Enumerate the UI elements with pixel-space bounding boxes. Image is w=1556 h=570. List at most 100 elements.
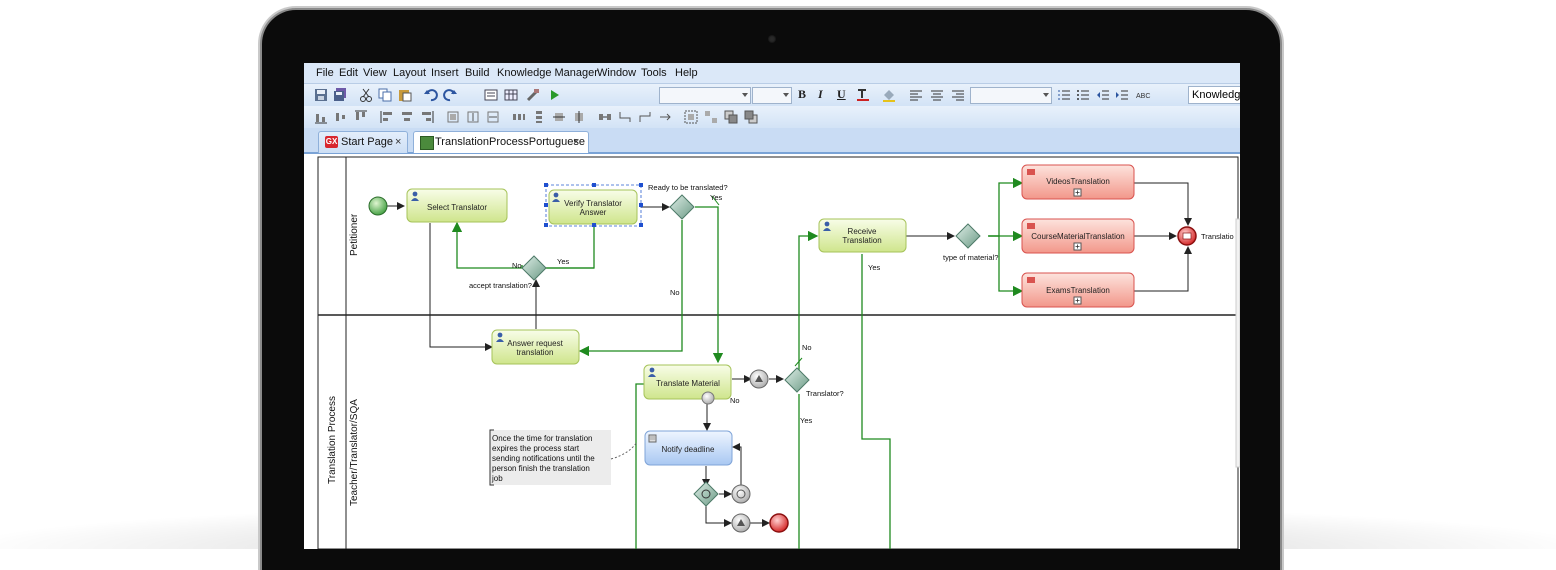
flow-label: accept translation? [469,281,532,290]
align-right-icon[interactable] [951,88,965,102]
menu-insert[interactable]: Insert [431,67,459,79]
font-size-combo[interactable] [752,87,792,104]
lane-label-petitioner: Petitioner [349,213,360,256]
outdent-icon[interactable] [1096,88,1110,102]
default-flow-mark [794,357,803,367]
timer-boundary-event[interactable] [701,391,715,405]
group-icon[interactable] [684,110,698,124]
start-event[interactable] [368,196,388,216]
ungroup-icon[interactable] [704,110,718,124]
auto-route-icon[interactable] [658,110,672,124]
gateway-type-material[interactable] [955,223,981,249]
knowledge-combo[interactable]: Knowledge [1188,86,1240,104]
build-icon[interactable] [526,88,540,102]
text-color-icon[interactable] [856,88,870,102]
task-select-translator[interactable]: Select Translator [406,188,508,223]
flow-label: Yes [868,263,880,272]
task-translate-material[interactable]: Translate Material [643,364,732,400]
signal-intermediate-event[interactable] [731,513,751,533]
menu-bar: File Edit View Layout Insert Build Knowl… [304,63,1240,84]
sequence-flows [386,182,1192,527]
menu-edit[interactable]: Edit [339,67,358,79]
spellcheck-icon[interactable]: ABC [1136,88,1154,102]
properties-icon[interactable] [484,88,498,102]
annotation-line: expires the process start [492,444,580,453]
end-event[interactable] [769,513,789,533]
style-combo[interactable] [970,87,1052,104]
align-left-icon[interactable] [909,88,923,102]
align-lefts-icon[interactable] [380,110,394,124]
gateway-ready[interactable] [669,194,695,220]
align-bottom-icon[interactable] [314,110,328,124]
gateway-event-based[interactable] [693,481,719,507]
save-all-icon[interactable] [333,88,347,102]
underline-button[interactable]: U [837,87,846,101]
menu-window[interactable]: Window [597,67,637,79]
redo-icon[interactable] [443,88,457,102]
task-verify-translator-answer[interactable]: Verify Translator Answer [544,183,643,227]
document-tabs: GX Start Page × TranslationProcessPortug… [304,128,1240,154]
task-course-material-translation[interactable]: CourseMaterialTranslation [1021,218,1135,254]
center-horizontal-icon[interactable] [552,110,566,124]
paste-icon[interactable] [398,88,412,102]
center-vertical-icon[interactable] [572,110,586,124]
annotation-line: sending notifications until the [492,454,595,463]
menu-layout[interactable]: Layout [393,67,427,79]
flow-label: No [730,396,740,405]
gateway-accept[interactable] [521,255,547,281]
end-event-message[interactable] [1177,226,1197,246]
same-height-icon[interactable] [466,110,480,124]
task-receive-translation[interactable]: Receive Translation [818,218,907,253]
tab-translation-process[interactable]: TranslationProcessPortuguese × [413,131,589,153]
grid-icon[interactable] [504,88,518,102]
bullet-list-icon[interactable] [1076,88,1090,102]
menu-build[interactable]: Build [465,67,490,79]
user-task-icon [648,367,656,377]
bold-button[interactable]: B [798,87,807,101]
save-icon[interactable] [314,88,328,102]
task-label: Answer [580,208,607,217]
menu-knowledge-manager[interactable]: Knowledge Manager [497,67,598,79]
numbered-list-icon[interactable] [1057,88,1071,102]
task-notify-deadline[interactable]: Notify deadline [644,430,733,466]
cut-icon[interactable] [359,88,373,102]
task-answer-request[interactable]: Answer request translation [491,329,580,365]
font-style-combo[interactable] [659,87,751,104]
same-width-icon[interactable] [446,110,460,124]
italic-button[interactable]: I [818,87,823,101]
task-exams-translation[interactable]: ExamsTranslation [1021,272,1135,308]
signal-intermediate-event[interactable] [749,369,769,389]
run-icon[interactable] [547,88,561,102]
task-videos-translation[interactable]: VideosTranslation [1021,164,1135,200]
menu-tools[interactable]: Tools [641,67,667,79]
task-label: translation [517,348,554,357]
fill-color-icon[interactable] [882,88,896,102]
align-centers-icon[interactable] [400,110,414,124]
side-panel-edge [1235,218,1240,468]
indent-icon[interactable] [1115,88,1129,102]
tab-start-page[interactable]: GX Start Page × [318,131,408,153]
close-icon[interactable]: × [395,136,402,148]
align-center-icon[interactable] [930,88,944,102]
route-icon[interactable] [618,110,632,124]
menu-view[interactable]: View [363,67,387,79]
align-rights-icon[interactable] [420,110,434,124]
send-back-icon[interactable] [744,110,758,124]
space-across-icon[interactable] [512,110,526,124]
annotation-line: person finish the translation [492,464,590,473]
undo-icon[interactable] [424,88,438,102]
bring-front-icon[interactable] [724,110,738,124]
close-icon[interactable]: × [573,136,580,148]
same-size-icon[interactable] [486,110,500,124]
gateway-translator[interactable] [784,367,810,393]
menu-help[interactable]: Help [675,67,698,79]
menu-file[interactable]: File [316,67,334,79]
diagram-canvas[interactable]: Translation Process Petitioner Teacher/T… [304,154,1240,549]
connect-icon[interactable] [598,110,612,124]
align-middle-icon[interactable] [334,110,348,124]
timer-intermediate-event[interactable] [731,484,751,504]
copy-icon[interactable] [378,88,392,102]
route-alt-icon[interactable] [638,110,652,124]
align-top-icon[interactable] [354,110,368,124]
space-down-icon[interactable] [532,110,546,124]
